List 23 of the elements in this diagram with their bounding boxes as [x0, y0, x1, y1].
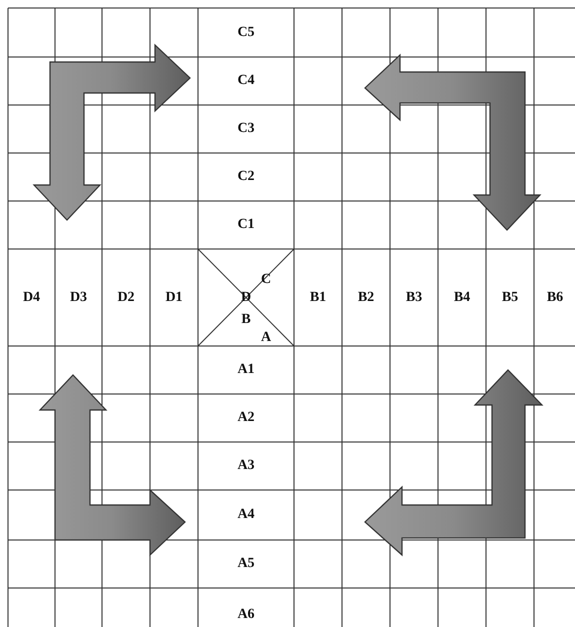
grid-label: C1 [237, 218, 255, 232]
grid-label: A1 [237, 363, 255, 377]
grid-label: D3 [70, 290, 88, 304]
grid-label: A6 [237, 608, 255, 622]
grid-label: A3 [237, 459, 255, 473]
grid-label: B3 [406, 290, 422, 304]
grid-label: C3 [237, 122, 255, 136]
grid-label: C2 [237, 170, 255, 184]
grid-label: C5 [237, 26, 255, 40]
grid-label: B6 [546, 290, 564, 304]
grid-label: B1 [310, 290, 326, 304]
grid-label: B2 [358, 290, 374, 304]
grid-label: C4 [237, 74, 255, 88]
grid-label: D2 [117, 290, 135, 304]
grid-label: B [241, 313, 251, 327]
grid-label: A2 [237, 411, 255, 425]
grid-label: A4 [237, 508, 255, 522]
grid-label: A [260, 331, 272, 345]
grid-label: A5 [237, 557, 255, 571]
grid-label: D4 [22, 290, 40, 304]
grid-label: D1 [165, 290, 183, 304]
grid-label: B4 [454, 290, 470, 304]
grid-label: B5 [502, 290, 518, 304]
